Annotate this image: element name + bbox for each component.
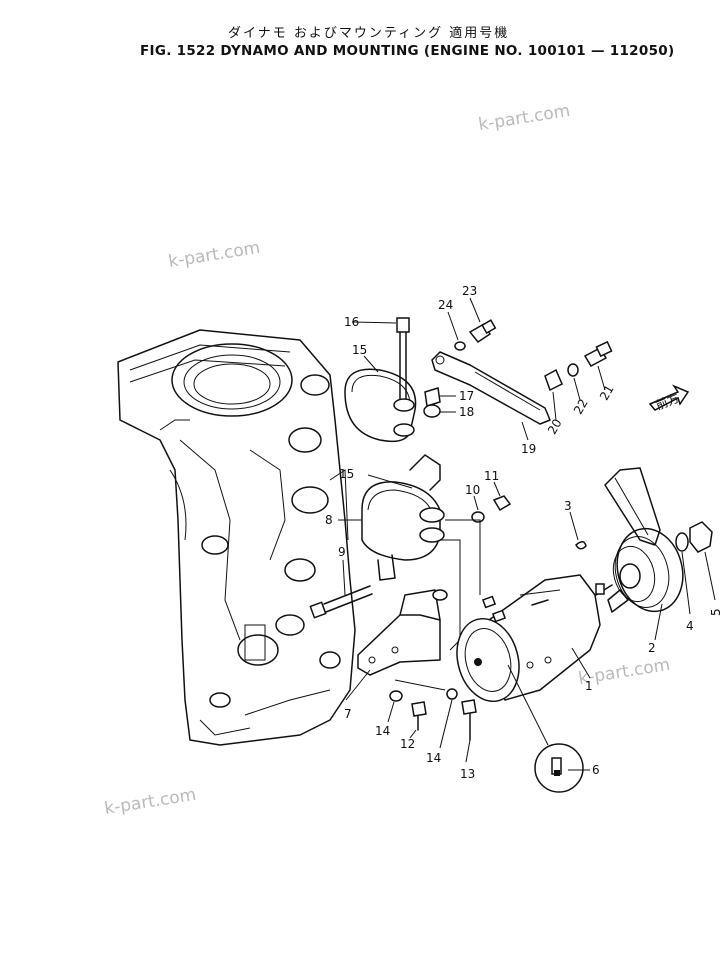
dynamo-bracket — [345, 589, 448, 701]
part-number-11: 11 — [484, 469, 499, 483]
figure-title: FIG. 1522 DYNAMO AND MOUNTING (ENGINE NO… — [140, 43, 675, 59]
part-number-14-right: 14 — [426, 751, 441, 765]
mounting-bolt — [309, 559, 373, 619]
part-number-22: 22 — [571, 396, 591, 416]
woodruff-key — [569, 511, 587, 550]
part-number-15-lower: 15 — [339, 467, 354, 481]
part-number-24: 24 — [438, 298, 453, 312]
dynamo-band-lower — [338, 454, 445, 581]
part-number-3: 3 — [564, 499, 572, 513]
spacers — [423, 387, 456, 418]
part-number-12: 12 — [400, 737, 415, 751]
adjust-bolt-parts — [544, 340, 613, 421]
part-number-21: 21 — [597, 382, 617, 402]
part-number-5: 5 — [709, 608, 723, 616]
long-bolt — [351, 317, 410, 406]
part-number-8: 8 — [325, 513, 333, 527]
assembly-leaders — [394, 519, 481, 691]
part-number-19: 19 — [521, 442, 536, 456]
part-number-20: 20 — [545, 416, 565, 436]
upper-band — [344, 355, 417, 443]
pulley-washer-nut — [675, 521, 716, 615]
dynamo-body — [456, 574, 613, 703]
part-number-4: 4 — [686, 619, 694, 633]
part-number-13: 13 — [460, 767, 475, 781]
part-number-23: 23 — [462, 284, 477, 298]
part-number-2: 2 — [648, 641, 656, 655]
front-direction-arrow: 前方 — [648, 384, 690, 413]
part-number-16: 16 — [344, 315, 359, 329]
part-number-1: 1 — [585, 679, 593, 693]
part-number-10: 10 — [465, 483, 480, 497]
part-number-17: 17 — [459, 389, 474, 403]
adjusting-bar — [431, 351, 551, 441]
terminal-inset — [507, 664, 590, 793]
bolt-and-washer-top — [447, 297, 497, 351]
part-number-7: 7 — [344, 707, 352, 721]
part-number-6: 6 — [592, 763, 600, 777]
engine-block — [117, 329, 356, 746]
part-number-14-left: 14 — [375, 724, 390, 738]
pulley — [604, 467, 684, 641]
part-number-15-upper: 15 — [352, 343, 367, 357]
lower-bolts — [387, 688, 477, 763]
japanese-title: ダイナモ およびマウンティング 適用号機 — [228, 26, 510, 41]
part-number-18: 18 — [459, 405, 474, 419]
part-number-9: 9 — [338, 545, 346, 559]
